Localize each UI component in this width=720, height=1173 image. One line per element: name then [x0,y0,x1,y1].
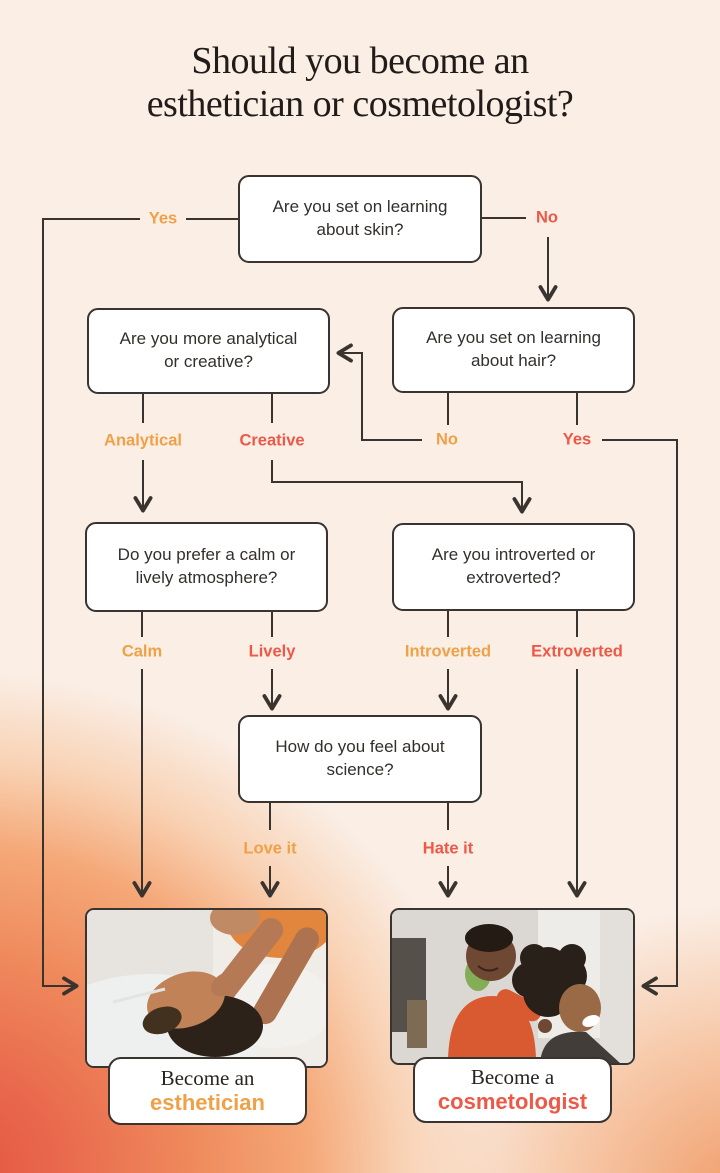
branch-label-hair-no: No [436,430,458,449]
connector-skin-yes-b [42,218,140,996]
outcome-prefix-esthetician: Become an [160,1065,255,1090]
branch-label-analytical: Analytical [104,431,182,450]
outcome-card-esthetician: Become an esthetician [108,1057,307,1125]
page-title: Should you become an esthetician or cosm… [0,40,720,126]
outcome-card-cosmetologist: Become a cosmetologist [413,1057,612,1123]
esthetician-photo-art [87,910,326,1066]
branch-label-extroverted: Extroverted [531,642,623,661]
branch-label-skin-yes: Yes [148,209,178,228]
branch-label-calm: Calm [121,642,163,661]
branch-label-hair-yes: Yes [562,430,592,449]
question-box-skin: Are you set on learning about skin? [238,175,482,263]
page-title-line1: Should you become an [191,40,529,82]
outcome-career-cosmetologist: cosmetologist [437,1088,588,1114]
branch-label-lively: Lively [248,642,296,661]
outcome-prefix-cosmetologist: Become a [470,1064,555,1089]
outcome-career-esthetician: esthetician [150,1089,265,1115]
connector-creative-arrow [271,460,532,514]
page-title-line2: esthetician or cosmetologist? [146,82,574,125]
question-box-introvert-extrovert: Are you introverted or extroverted? [392,523,635,611]
question-box-hair: Are you set on learning about hair? [392,307,635,393]
question-box-atmosphere: Do you prefer a calm or lively atmospher… [85,522,328,612]
question-box-analytical-creative: Are you more analytical or creative? [87,308,330,394]
cosmetologist-photo-art [392,910,633,1063]
question-box-science: How do you feel about science? [238,715,482,803]
connector-hair-yes-arrow [602,439,678,996]
cosmetologist-photo [390,908,635,1065]
esthetician-photo [85,908,328,1068]
branch-label-hate-it: Hate it [422,839,474,858]
branch-label-creative: Creative [239,431,305,450]
branch-label-introverted: Introverted [404,642,492,661]
connector-hair-no-arrow [336,343,422,441]
branch-label-love-it: Love it [243,839,297,858]
branch-label-skin-no: No [536,208,558,227]
